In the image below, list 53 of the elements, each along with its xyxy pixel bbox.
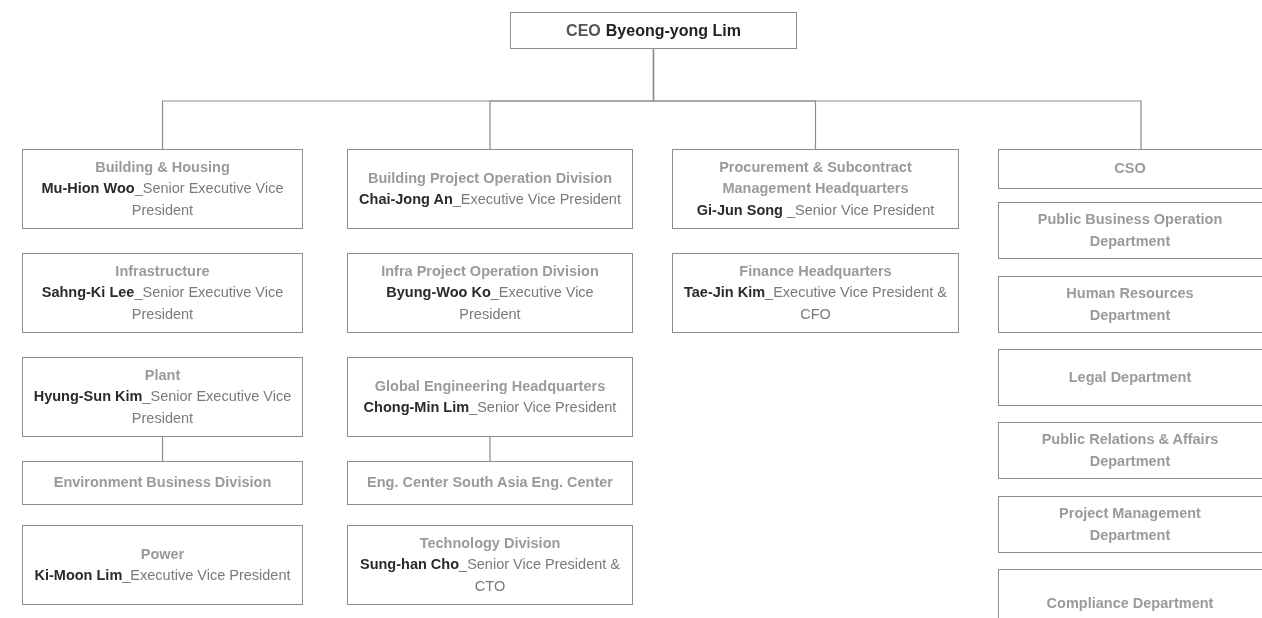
executive-name: Gi-Jun Song _Senior Vice President xyxy=(696,200,935,220)
org-unit-box xyxy=(998,149,1262,189)
executive-name: Sung-han Cho_Senior Vice President & CTO xyxy=(359,555,621,596)
org-unit-box xyxy=(22,253,303,333)
org-unit-box xyxy=(347,461,633,505)
unit-name: Project Management Department xyxy=(1058,504,1202,545)
org-unit-box xyxy=(22,461,303,505)
unit-name: Legal Department xyxy=(1068,368,1192,387)
unit-name: Global Engineering Headquarters xyxy=(374,377,606,396)
unit-name: Compliance Department xyxy=(1046,594,1214,614)
unit-name: Infrastructure xyxy=(115,262,210,282)
unit-name: Human Resources Department xyxy=(1065,284,1195,325)
executive-name: Byeong-yong Lim xyxy=(605,20,741,41)
unit-name: CSO xyxy=(1114,159,1146,179)
executive-name: Hyung-Sun Kim_Senior Executive Vice President xyxy=(32,387,293,428)
org-unit-box xyxy=(672,253,959,333)
ceo-box xyxy=(510,12,797,49)
org-unit-box xyxy=(22,357,303,437)
org-unit-box xyxy=(672,149,959,229)
unit-name: CEO xyxy=(566,20,601,41)
org-unit-box xyxy=(998,349,1262,406)
executive-name: Byung-Woo Ko_Executive Vice President xyxy=(385,283,595,324)
executive-name: Ki-Moon Lim_Executive Vice President xyxy=(34,566,291,585)
executive-name: Chong-Min Lim_Senior Vice President xyxy=(363,398,617,417)
org-unit-box xyxy=(347,149,633,229)
unit-name: Technology Division xyxy=(419,534,561,554)
org-unit-box xyxy=(22,525,303,605)
unit-name: Public Business Operation Department xyxy=(1036,210,1224,251)
org-unit-box xyxy=(347,253,633,333)
executive-name: Tae-Jin Kim_Executive Vice President & CFO xyxy=(683,283,948,324)
unit-name: Procurement & Subcontract Management Headquarters xyxy=(718,158,913,199)
unit-name: Environment Business Division xyxy=(53,473,272,493)
unit-name: Plant xyxy=(144,366,181,386)
org-unit-box xyxy=(998,276,1262,333)
org-unit-box xyxy=(998,202,1262,259)
connector-line xyxy=(489,436,491,462)
org-unit-box xyxy=(998,422,1262,479)
unit-name: Power xyxy=(140,545,185,564)
executive-name: Mu-Hion Woo_Senior Executive Vice President xyxy=(40,179,285,220)
unit-name: Finance Headquarters xyxy=(739,262,892,282)
unit-name: Infra Project Operation Division xyxy=(381,262,599,282)
org-unit-box xyxy=(347,525,633,605)
org-unit-box xyxy=(347,357,633,437)
executive-name: Chai-Jong An_Executive Vice President xyxy=(359,190,621,209)
unit-name: Building Project Operation Division xyxy=(367,169,613,188)
connector-line xyxy=(161,436,164,462)
executive-name: Sahng-Ki Lee_Senior Executive Vice President xyxy=(40,283,285,324)
org-unit-box xyxy=(998,496,1262,553)
unit-name: Public Relations & Affairs Department xyxy=(1040,430,1220,471)
unit-name: Building & Housing xyxy=(95,158,230,178)
org-unit-box xyxy=(22,149,303,229)
unit-name: Eng. Center South Asia Eng. Center xyxy=(367,473,613,493)
connector-line xyxy=(652,48,1142,150)
